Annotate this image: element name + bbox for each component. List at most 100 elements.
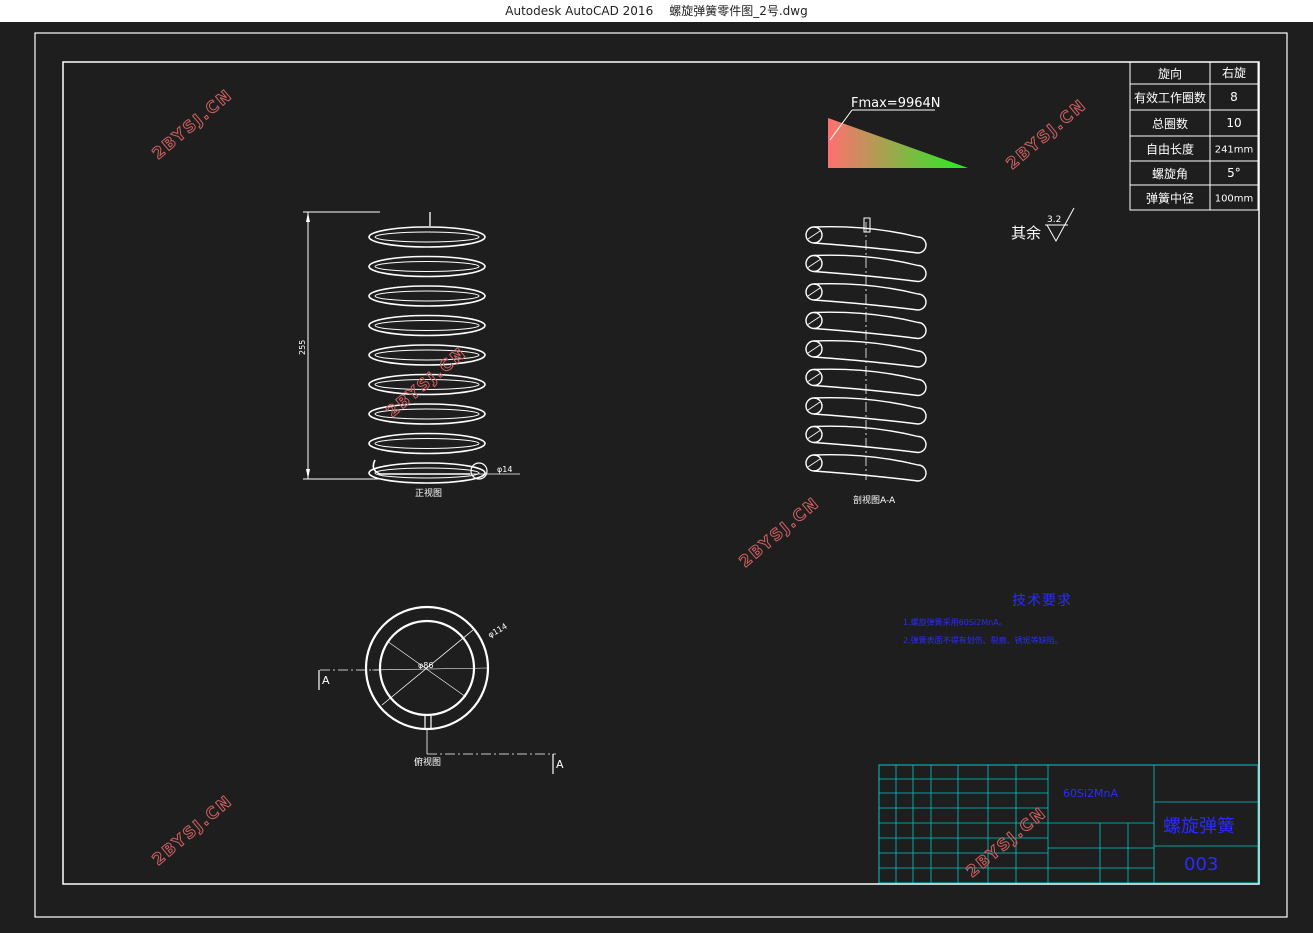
section-mark-right: A bbox=[556, 758, 564, 771]
section-hatch bbox=[807, 287, 821, 297]
front-coil-inner bbox=[374, 349, 480, 361]
section-coil-arc bbox=[813, 311, 927, 340]
section-coil-arc bbox=[813, 340, 927, 368]
top-diameter-line-2 bbox=[371, 667, 489, 671]
front-coil bbox=[368, 314, 486, 337]
front-coil bbox=[368, 373, 486, 396]
dim-arrow-bottom bbox=[306, 469, 310, 479]
front-coil-inner bbox=[374, 290, 480, 302]
front-length-dim: 255 bbox=[298, 340, 307, 355]
watermark-text: 2BYSJ.CN bbox=[962, 803, 1050, 881]
section-hatch bbox=[807, 458, 821, 468]
section-mark-left: A bbox=[322, 674, 330, 687]
title-block-frame bbox=[878, 764, 1259, 884]
param-name: 旋向 bbox=[1158, 66, 1182, 81]
param-name: 总圈数 bbox=[1152, 116, 1188, 131]
top-diameter-line bbox=[381, 629, 474, 706]
tech-title: 技术要求 bbox=[1012, 593, 1072, 609]
section-hatch bbox=[807, 230, 821, 240]
param-name: 自由长度 bbox=[1146, 142, 1194, 157]
front-view-caption: 正视图 bbox=[415, 487, 442, 499]
top-diameter-line-3 bbox=[386, 640, 467, 698]
front-coil bbox=[368, 285, 486, 307]
force-triangle bbox=[828, 118, 968, 168]
front-view[interactable]: 255 φ14 正视图 bbox=[298, 211, 520, 499]
param-value: 5° bbox=[1227, 166, 1241, 180]
section-coil-arc bbox=[813, 368, 927, 397]
roughness-value: 3.2 bbox=[1047, 215, 1061, 225]
roughness-symbol bbox=[1046, 207, 1075, 243]
section-hatch bbox=[807, 430, 821, 439]
section-coil-arc bbox=[813, 254, 927, 283]
section-coils bbox=[805, 226, 927, 482]
watermark-text: 2BYSJ.CN bbox=[735, 493, 823, 571]
tb-drawing-no: 003 bbox=[1184, 854, 1218, 875]
section-hatch bbox=[807, 373, 821, 382]
param-value-cell bbox=[1209, 184, 1259, 211]
front-coil-inner bbox=[374, 261, 480, 272]
front-coils bbox=[368, 226, 486, 484]
param-value: 10 bbox=[1226, 116, 1241, 130]
force-diagram: Fmax=9964N bbox=[828, 96, 968, 168]
front-coil-inner bbox=[374, 408, 480, 420]
title-block[interactable]: 60Si2MnA 螺旋弹簧 003 bbox=[878, 764, 1259, 884]
param-value: 100mm bbox=[1215, 194, 1254, 205]
front-wire-dim: φ14 bbox=[497, 465, 512, 474]
file-title: 螺旋弹簧零件图_2号.dwg bbox=[669, 4, 808, 18]
front-coil bbox=[368, 403, 486, 425]
watermark-text: 2BYSJ.CN bbox=[148, 85, 236, 163]
section-view-caption: 剖视图A-A bbox=[853, 494, 896, 506]
front-coil bbox=[368, 255, 486, 278]
front-coil-inner bbox=[374, 320, 480, 331]
title-block-grid bbox=[879, 765, 1258, 883]
section-hatch bbox=[807, 259, 821, 268]
wire-section-circle bbox=[470, 462, 488, 480]
section-hatch bbox=[807, 344, 821, 354]
force-leader bbox=[829, 109, 853, 141]
section-coil-arc bbox=[813, 397, 927, 425]
top-view[interactable]: φ114 φ86 A A 俯视图 bbox=[318, 605, 564, 774]
top-outer-dim: φ114 bbox=[487, 622, 509, 640]
param-value: 241mm bbox=[1215, 145, 1254, 156]
watermark-text: 2BYSJ.CN bbox=[148, 791, 236, 869]
window-title-bar: Autodesk AutoCAD 2016 螺旋弹簧零件图_2号.dwg bbox=[0, 0, 1313, 22]
section-top-tab bbox=[863, 217, 871, 233]
force-label: Fmax=9964N bbox=[851, 96, 941, 111]
section-coil-arc bbox=[813, 425, 927, 454]
tb-material: 60Si2MnA bbox=[1063, 787, 1118, 800]
param-name: 弹簧中径 bbox=[1146, 191, 1194, 206]
front-coil bbox=[368, 226, 486, 248]
roughness-label: 其余 bbox=[1011, 224, 1041, 242]
front-coil bbox=[368, 462, 486, 484]
technical-requirements[interactable]: 技术要求 1.螺旋弹簧采用60Si2MnA。 2.弹簧表面不得有划伤、裂痕、锈斑… bbox=[903, 593, 1072, 645]
watermarks: 2BYSJ.CN 2BYSJ.CN 2BYSJ.CN 2BYSJ.CN 2BYSJ.CN… bbox=[148, 85, 1091, 882]
front-coil-inner bbox=[374, 438, 480, 449]
tech-line-2: 2.弹簧表面不得有划伤、裂痕、锈斑等缺陷。 bbox=[903, 635, 1063, 645]
section-coil-arc bbox=[813, 454, 927, 482]
front-coil-inner bbox=[374, 379, 480, 390]
section-coil-arc bbox=[813, 226, 927, 254]
front-coil-inner bbox=[374, 467, 480, 479]
top-view-caption: 俯视图 bbox=[414, 756, 441, 768]
param-value: 右旋 bbox=[1222, 65, 1246, 80]
watermark-text: 2BYSJ.CN bbox=[1002, 95, 1090, 173]
front-coil bbox=[368, 344, 486, 366]
param-name: 螺旋角 bbox=[1152, 167, 1188, 181]
app-title: Autodesk AutoCAD 2016 bbox=[505, 4, 654, 18]
param-value: 8 bbox=[1230, 90, 1238, 104]
section-hatch bbox=[807, 401, 821, 411]
dim-arrow-top bbox=[306, 212, 310, 222]
section-view[interactable]: 剖视图A-A bbox=[805, 217, 927, 506]
tech-line-1: 1.螺旋弹簧采用60Si2MnA。 bbox=[903, 617, 1007, 627]
section-coil-arc bbox=[813, 283, 927, 311]
param-name: 有效工作圈数 bbox=[1134, 90, 1206, 105]
front-coil-end bbox=[372, 459, 470, 475]
sheet-inner-border bbox=[62, 61, 1260, 885]
top-inner-dim: φ86 bbox=[418, 661, 433, 670]
front-coil-inner bbox=[374, 231, 480, 243]
sheet-outer-border bbox=[34, 32, 1288, 918]
front-coil bbox=[368, 432, 486, 455]
tb-part-name: 螺旋弹簧 bbox=[1163, 816, 1235, 837]
